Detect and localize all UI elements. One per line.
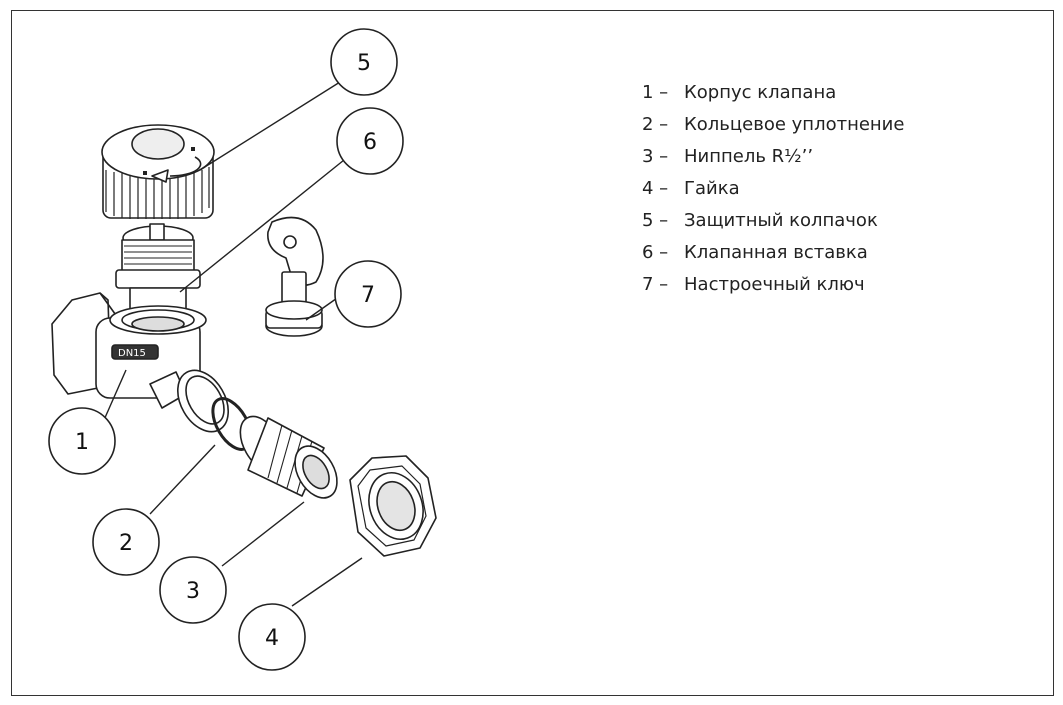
body-marking: DN15 [118, 348, 146, 359]
legend-label: Кольцевое уплотнение [684, 114, 905, 135]
legend-number: 3 – [642, 146, 669, 167]
callout-2: 2 [92, 508, 160, 576]
legend-number: 2 – [642, 114, 669, 135]
nipple-part [239, 415, 338, 499]
legend-item: 5 – Защитный колпачок [642, 210, 904, 242]
legend-number: 6 – [642, 242, 669, 263]
legend-label: Корпус клапана [684, 82, 837, 103]
callout-7-label: 7 [361, 283, 375, 308]
nut-part [349, 455, 437, 557]
callout-4: 4 [238, 603, 306, 671]
callout-4-label: 4 [265, 626, 279, 651]
legend-item: 7 – Настроечный ключ [642, 274, 904, 306]
legend-item: 3 – Ниппель R½’’ [642, 146, 904, 178]
parts-legend: 1 – Корпус клапана 2 – Кольцевое уплотнени… [642, 82, 904, 306]
legend-item: 6 – Клапанная вставка [642, 242, 904, 274]
legend-item: 1 – Корпус клапана [642, 82, 904, 114]
protective-cap-part [101, 124, 215, 219]
legend-label: Защитный колпачок [684, 210, 878, 231]
callout-circles: 1 2 3 4 5 6 7 [48, 28, 404, 671]
figure-frame [11, 10, 1054, 696]
legend-number: 4 – [642, 178, 669, 199]
legend-label: Клапанная вставка [684, 242, 868, 263]
legend-label: Настроечный ключ [684, 274, 865, 295]
callout-1-label: 1 [75, 430, 89, 455]
legend-number: 5 – [642, 210, 669, 231]
leader-lines [103, 81, 363, 607]
legend-item: 4 – Гайка [642, 178, 904, 210]
callout-5-label: 5 [357, 51, 371, 76]
callout-3: 3 [159, 556, 227, 624]
legend-number: 1 – [642, 82, 669, 103]
setting-key-part [265, 216, 324, 337]
legend-item: 2 – Кольцевое уплотнение [642, 114, 904, 146]
callout-3-label: 3 [186, 579, 200, 604]
callout-7: 7 [334, 260, 402, 328]
legend-number: 7 – [642, 274, 669, 295]
callout-5: 5 [330, 28, 398, 96]
callout-1: 1 [48, 407, 116, 475]
callout-6: 6 [336, 107, 404, 175]
callout-2-label: 2 [119, 531, 133, 556]
legend-label: Гайка [684, 178, 740, 199]
callout-6-label: 6 [363, 130, 377, 155]
valve-body-part: DN15 [51, 292, 230, 433]
legend-label: Ниппель R½’’ [684, 146, 814, 167]
